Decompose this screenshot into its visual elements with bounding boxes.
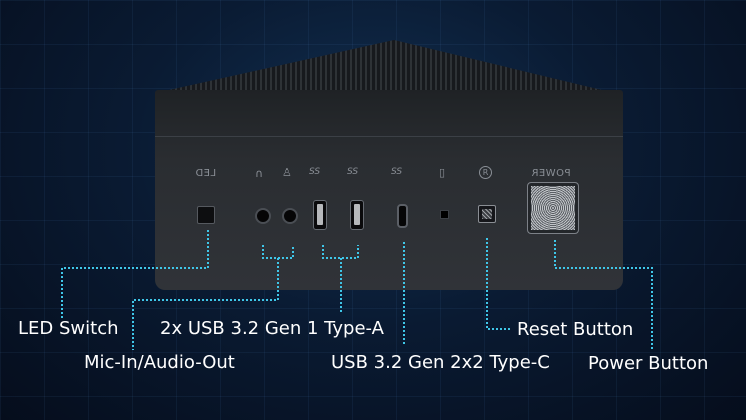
usb-superspeed-icon: SS xyxy=(347,167,359,177)
leader-usb-a-bracket xyxy=(322,245,359,259)
microphone-jack[interactable] xyxy=(282,208,298,224)
callout-usb-c: USB 3.2 Gen 2x2 Type-C xyxy=(331,352,550,373)
leader-mic-audio xyxy=(132,258,279,350)
dc-lock-icon: ▯ xyxy=(439,166,446,179)
leader-mic-audio-bracket xyxy=(262,245,294,259)
usb-superspeed-icon: SS xyxy=(309,167,321,177)
leader-led-switch xyxy=(61,230,209,318)
reset-icon: R xyxy=(479,166,492,179)
usb-c-superspeed-icon: SS xyxy=(391,167,403,177)
device-front-panel: LED POWER ∩ ♙ SS SS SS ▯ R xyxy=(155,90,623,290)
callout-led-switch: LED Switch xyxy=(18,318,119,339)
reset-button[interactable] xyxy=(478,205,496,223)
led-switch[interactable] xyxy=(197,206,215,224)
kensington-slot xyxy=(440,210,449,219)
callout-usb-a: 2x USB 3.2 Gen 1 Type-A xyxy=(160,318,384,339)
headphone-jack[interactable] xyxy=(255,208,271,224)
leader-reset xyxy=(486,238,511,330)
power-button[interactable] xyxy=(527,182,579,234)
callout-power: Power Button xyxy=(588,353,709,374)
usb-a-port-left[interactable] xyxy=(313,200,327,230)
panel-seam xyxy=(155,136,623,137)
callout-mic-audio: Mic-In/Audio-Out xyxy=(84,352,235,373)
leader-power xyxy=(554,240,653,350)
usb-a-port-right[interactable] xyxy=(350,200,364,230)
microphone-icon: ♙ xyxy=(282,166,292,179)
headphone-icon: ∩ xyxy=(255,167,264,180)
usb-c-port[interactable] xyxy=(397,204,408,228)
callout-reset: Reset Button xyxy=(517,319,634,340)
